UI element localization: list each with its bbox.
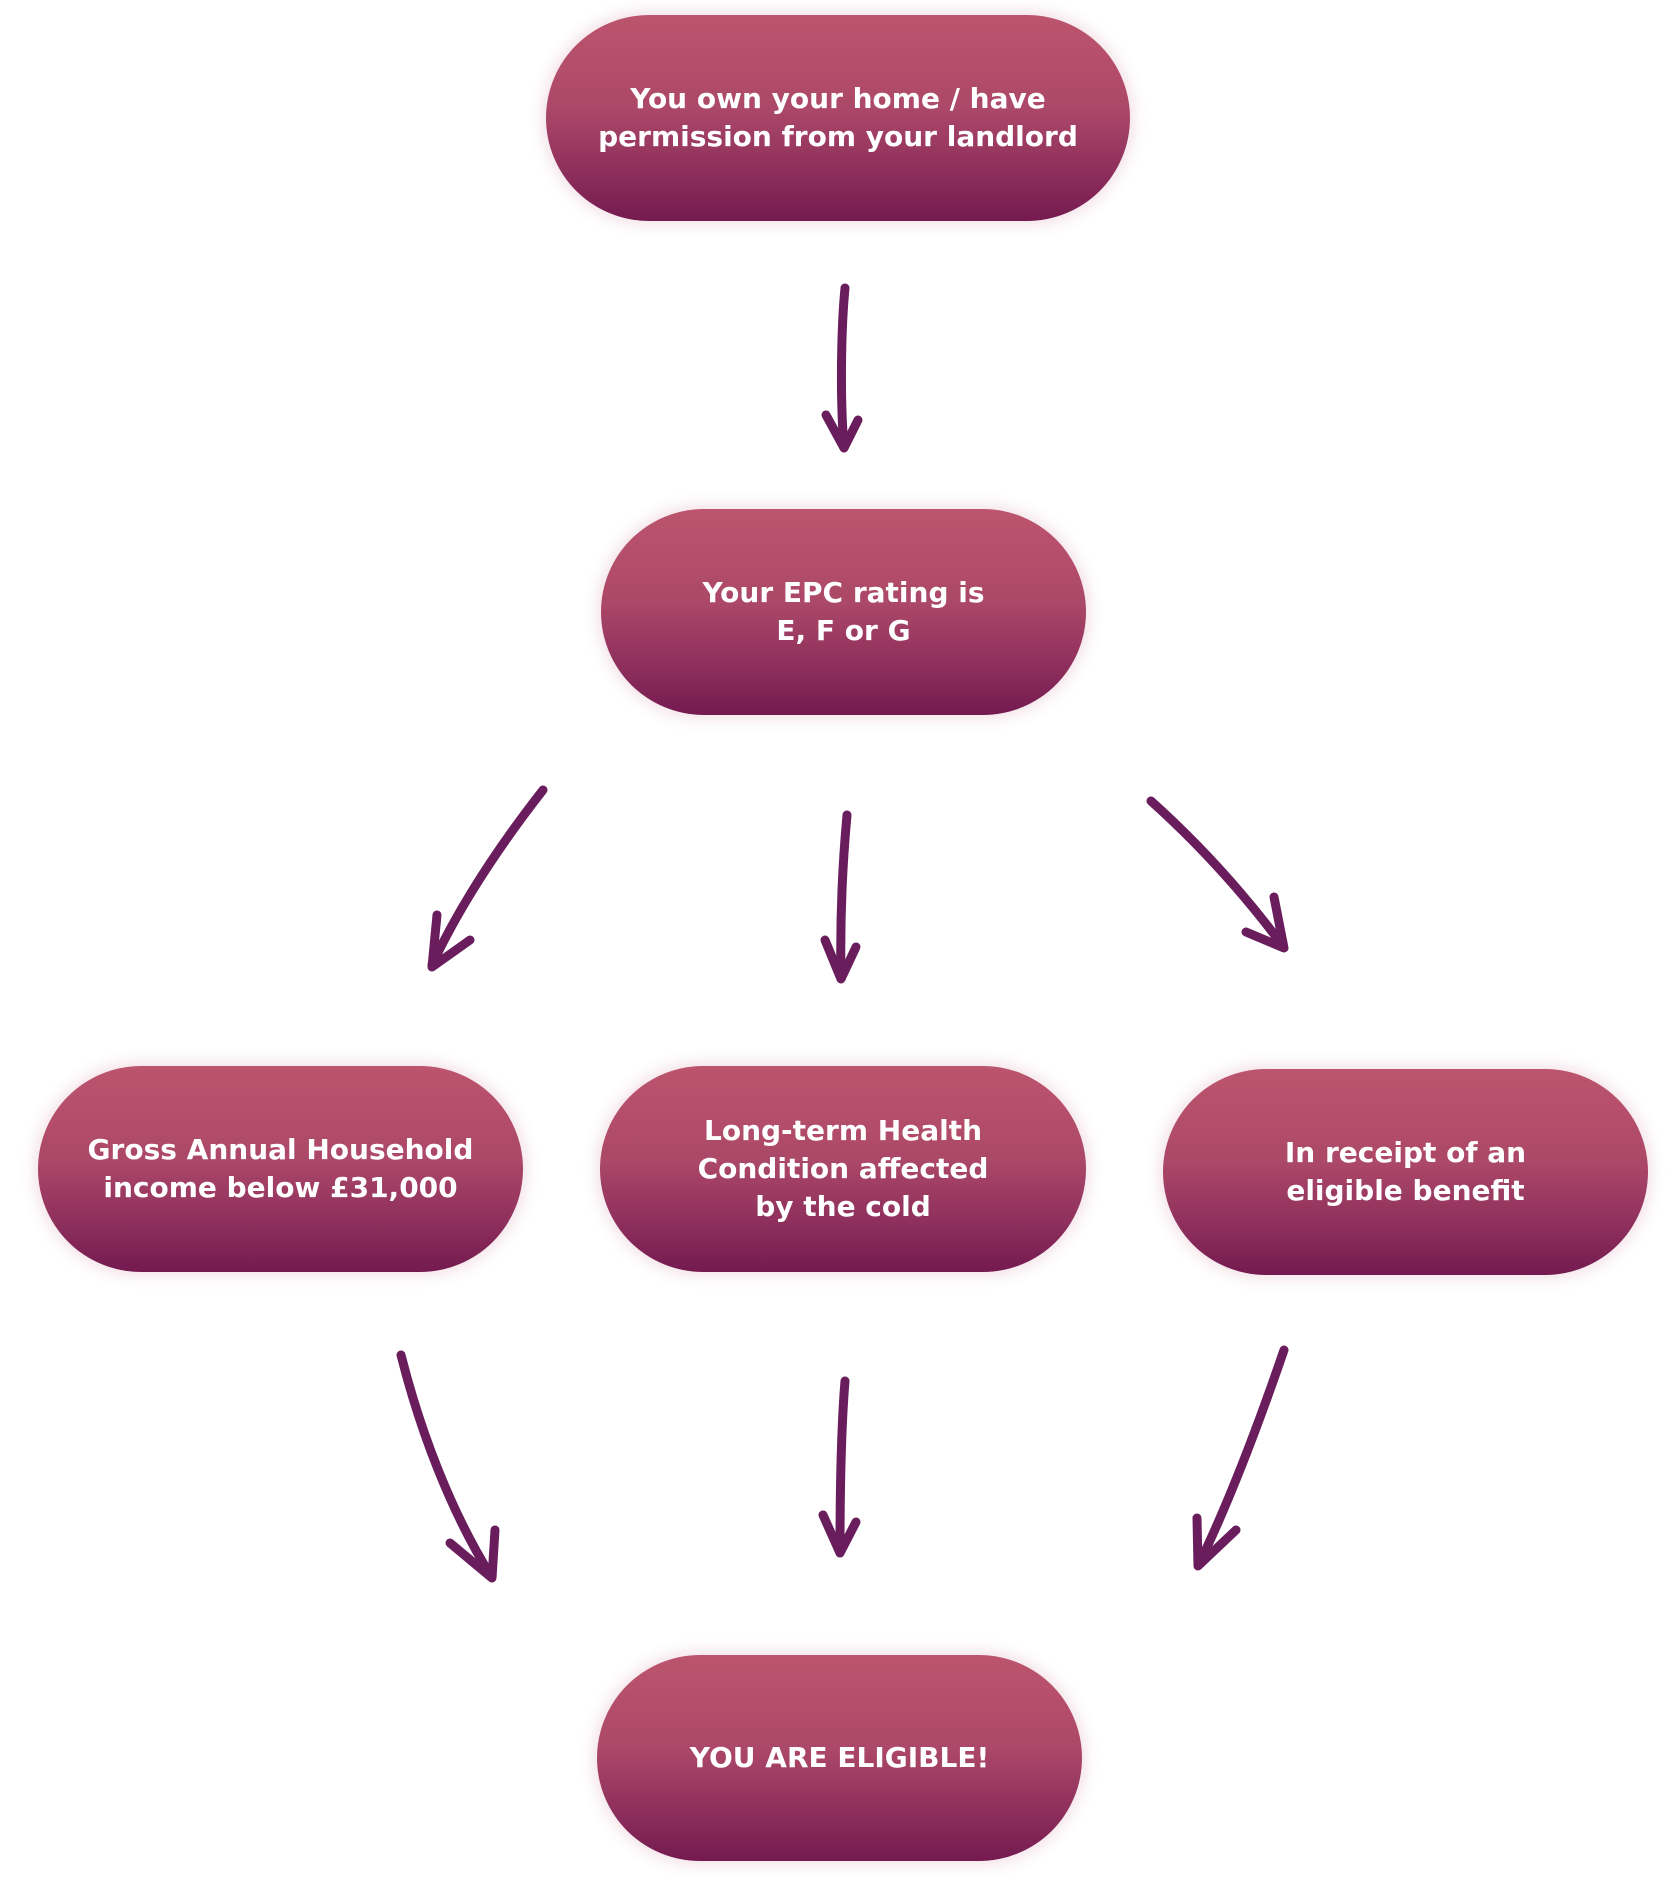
arrow-benefit-to-eligible <box>1192 1345 1289 1571</box>
node-health: Long-term Health Condition affected by t… <box>600 1066 1086 1272</box>
node-epc-label: Your EPC rating is E, F or G <box>702 576 985 647</box>
node-health-label: Long-term Health Condition affected by t… <box>697 1114 989 1223</box>
node-income: Gross Annual Household income below £31,… <box>38 1066 523 1272</box>
node-benefit: In receipt of an eligible benefit <box>1163 1069 1648 1275</box>
node-ownership: You own your home / have permission from… <box>546 15 1130 221</box>
node-ownership-label: You own your home / have permission from… <box>598 82 1078 153</box>
node-benefit-label: In receipt of an eligible benefit <box>1284 1136 1527 1207</box>
arrow-income-to-eligible <box>396 1350 500 1583</box>
arrow-epc-to-health <box>820 810 861 984</box>
arrow-ownership-to-epc <box>821 283 863 453</box>
arrow-health-to-eligible <box>818 1376 861 1558</box>
node-eligible: YOU ARE ELIGIBLE! <box>597 1655 1082 1861</box>
node-income-label: Gross Annual Household income below £31,… <box>87 1133 474 1204</box>
node-eligible-label: YOU ARE ELIGIBLE! <box>689 1741 990 1774</box>
arrow-epc-to-income <box>427 785 548 972</box>
node-epc-rating: Your EPC rating is E, F or G <box>601 509 1086 715</box>
arrow-epc-to-benefit <box>1146 796 1289 953</box>
